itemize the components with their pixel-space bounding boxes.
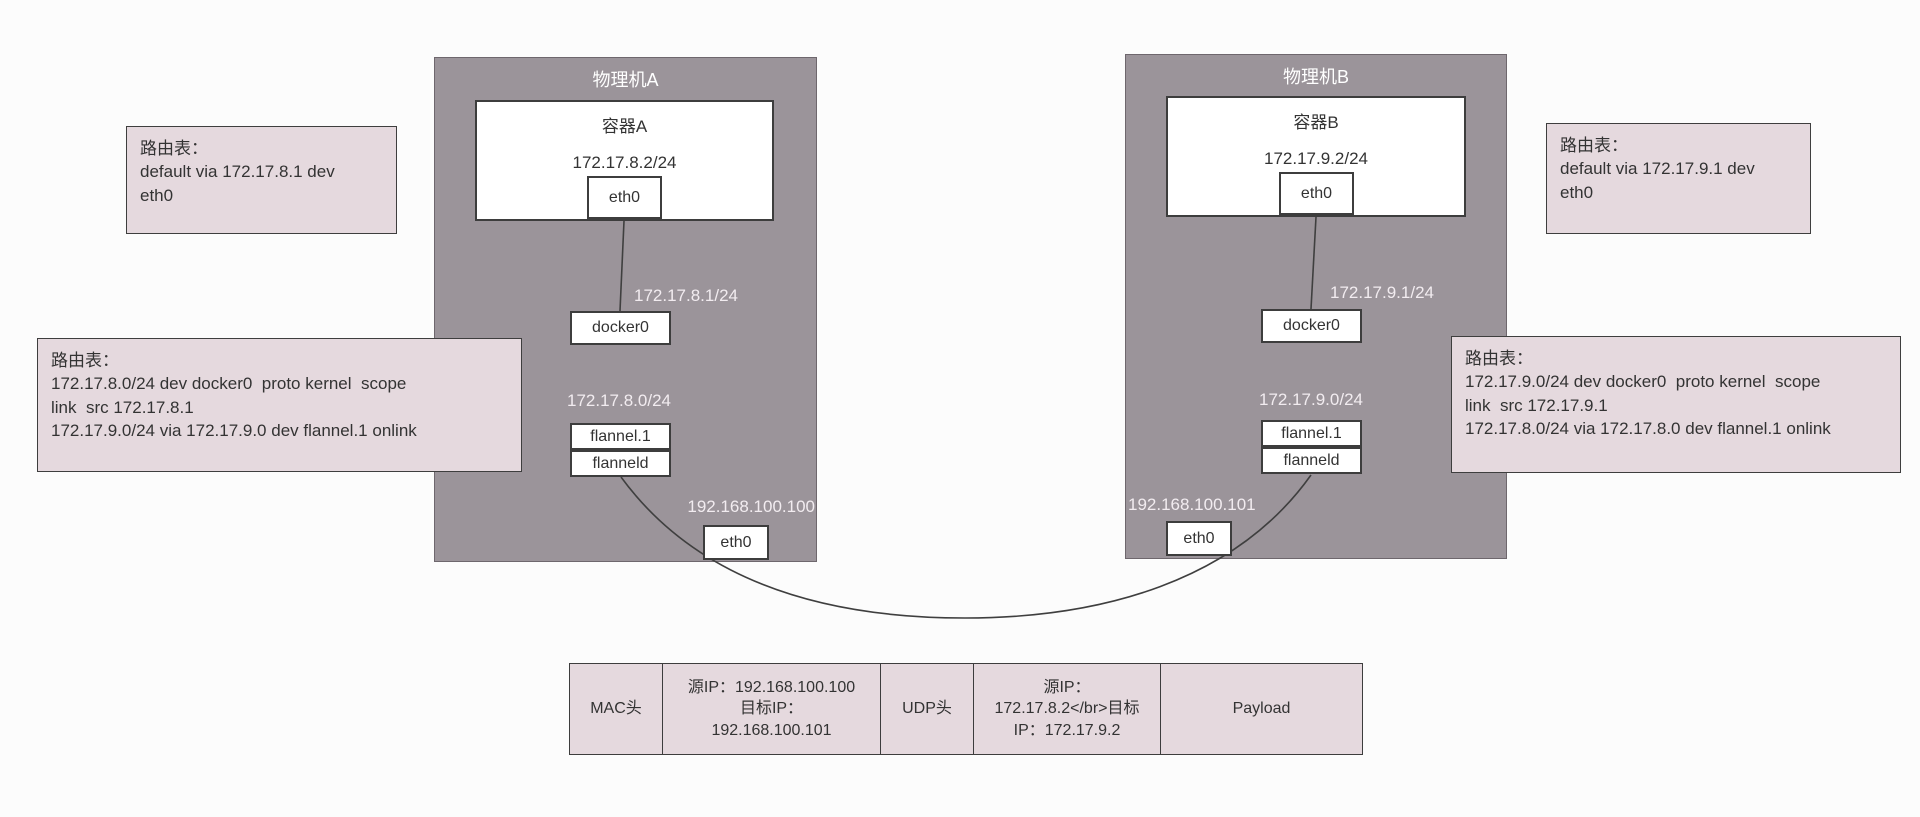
flannel-subnet-label-a: 172.17.8.0/24 <box>567 391 671 410</box>
container-a: 容器A 172.17.8.2/24 eth0 <box>475 100 774 221</box>
host-eth0-box-b: eth0 <box>1166 521 1232 556</box>
route-table-note-b-full: 路由表： 172.17.9.0/24 dev docker0 proto ker… <box>1451 336 1901 473</box>
container-b-ip: 172.17.9.2/24 <box>1264 149 1368 168</box>
machine-b-title: 物理机B <box>1282 67 1349 87</box>
container-b-title: 容器B <box>1293 113 1339 132</box>
flanneld-box-b: flanneld <box>1261 447 1362 474</box>
packet-cell-outer-ip: 源IP：192.168.100.100 目标IP： 192.168.100.10… <box>663 664 881 754</box>
flannel-subnet-label-b: 172.17.9.0/24 <box>1259 390 1363 409</box>
docker0-box-a: docker0 <box>570 311 671 345</box>
container-a-eth0: eth0 <box>587 176 662 219</box>
docker0-box-b: docker0 <box>1261 309 1362 343</box>
machine-a-title: 物理机A <box>592 70 659 90</box>
container-b: 容器B 172.17.9.2/24 eth0 <box>1166 96 1466 217</box>
packet-cell-udp-header: UDP头 <box>881 664 974 754</box>
container-b-eth0: eth0 <box>1279 172 1354 215</box>
packet-structure: MAC头 源IP：192.168.100.100 目标IP： 192.168.1… <box>569 663 1363 755</box>
host-ip-label-a: 192.168.100.100 <box>687 497 815 516</box>
container-a-title: 容器A <box>601 117 648 136</box>
route-table-note-a-full: 路由表： 172.17.8.0/24 dev docker0 proto ker… <box>37 338 522 472</box>
packet-cell-mac-header: MAC头 <box>570 664 663 754</box>
container-a-ip: 172.17.8.2/24 <box>572 153 677 172</box>
route-table-note-a-default: 路由表： default via 172.17.8.1 dev eth0 <box>126 126 397 234</box>
flannel1-box-a: flannel.1 <box>570 423 671 450</box>
bridge-ip-label-a: 172.17.8.1/24 <box>634 286 738 305</box>
bridge-ip-label-b: 172.17.9.1/24 <box>1330 283 1434 302</box>
packet-cell-payload: Payload <box>1161 664 1362 754</box>
host-eth0-box-a: eth0 <box>703 525 769 560</box>
flanneld-box-a: flanneld <box>570 450 671 477</box>
packet-cell-inner-ip: 源IP： 172.17.8.2</br>目标 IP：172.17.9.2 <box>974 664 1161 754</box>
flannel1-box-b: flannel.1 <box>1261 420 1362 447</box>
route-table-note-b-default: 路由表： default via 172.17.9.1 dev eth0 <box>1546 123 1811 234</box>
host-ip-label-b: 192.168.100.101 <box>1128 495 1256 514</box>
